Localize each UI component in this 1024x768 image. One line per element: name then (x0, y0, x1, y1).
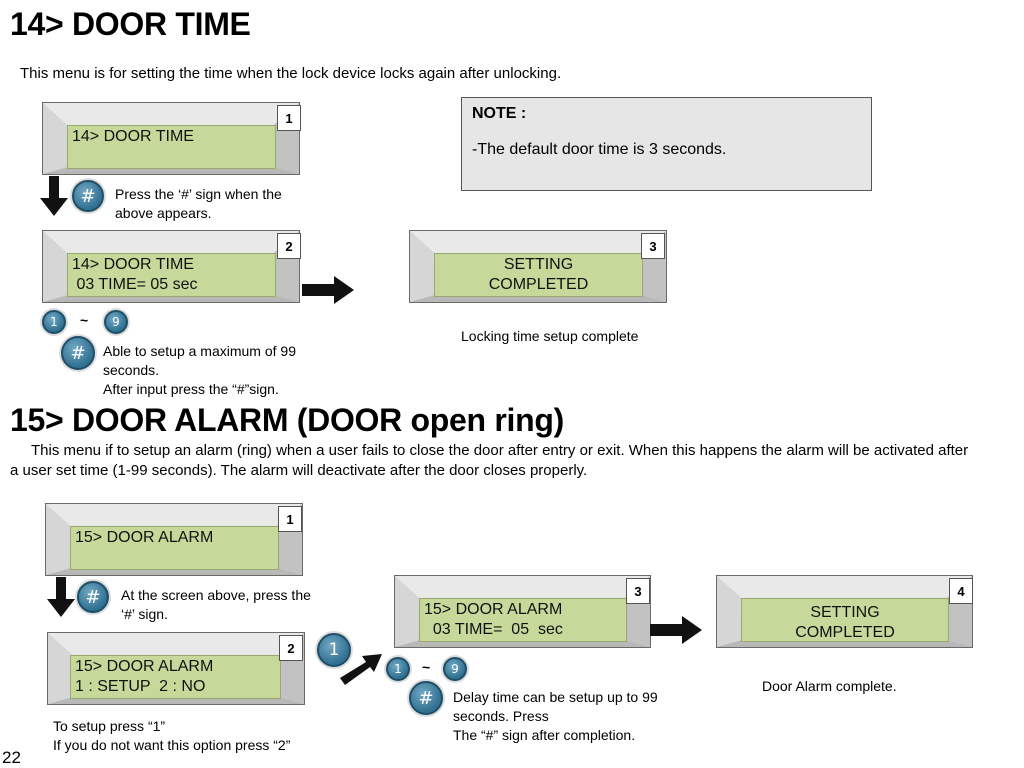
step-number-1: 1 (278, 506, 302, 532)
door-alarm-screen-3: 15> DOOR ALARM 03 TIME= 05 sec 3 (394, 575, 651, 648)
lcd-screen: SETTING COMPLETED (434, 253, 643, 297)
right-arrow-icon (302, 276, 354, 304)
down-arrow-icon (47, 577, 75, 617)
lcd-bevel (395, 576, 650, 647)
step-2-line-1: To setup press “1” (53, 718, 166, 734)
note-box: NOTE : -The default door time is 3 secon… (461, 97, 872, 191)
step-3-instruction: Delay time can be setup up to 99 seconds… (453, 688, 693, 745)
step-1-instruction: Press the ‘#’ sign when the above appear… (115, 186, 282, 221)
step-3-line-1: Delay time can be setup up to 99 seconds… (453, 689, 658, 724)
step-2-instruction: Able to setup a maximum of 99 seconds. A… (103, 342, 328, 399)
step-4-caption: Door Alarm complete. (762, 678, 897, 694)
lcd-bevel (43, 231, 299, 302)
section-14-intro: This menu is for setting the time when t… (20, 65, 562, 82)
right-arrow-icon (650, 616, 702, 644)
nine-key-icon: 9 (104, 310, 128, 334)
lcd-screen: 14> DOOR TIME (67, 125, 276, 169)
note-text: -The default door time is 3 seconds. (472, 141, 727, 158)
lcd-screen: 15> DOOR ALARM 1 : SETUP 2 : NO (70, 655, 281, 699)
step-2-instruction: To setup press “1” If you do not want th… (53, 717, 353, 755)
page-number: 22 (2, 748, 21, 767)
down-arrow-icon (40, 176, 68, 216)
diagonal-arrow-icon (340, 654, 382, 685)
section-15-title: 15> DOOR ALARM (DOOR open ring) (10, 402, 564, 438)
hash-key-icon: # (72, 180, 104, 212)
door-time-screen-3: SETTING COMPLETED 3 (409, 230, 667, 303)
hash-key-icon: # (409, 681, 443, 715)
one-key-icon: 1 (317, 633, 351, 667)
door-time-screen-1: 14> DOOR TIME 1 (42, 102, 301, 175)
lcd-screen: 15> DOOR ALARM 03 TIME= 05 sec (419, 598, 627, 642)
step-2-line-1: Able to setup a maximum of 99 seconds. (103, 343, 296, 378)
step-2-line-2: If you do not want this option press “2” (53, 737, 291, 753)
one-key-icon: 1 (386, 657, 410, 681)
section-14-title: 14> DOOR TIME (10, 6, 251, 42)
step-number-1: 1 (277, 105, 301, 131)
tilde-separator: ~ (80, 312, 89, 328)
step-number-2: 2 (277, 233, 301, 259)
tilde-separator: ~ (422, 659, 431, 675)
step-1-instruction: At the screen above, press the ‘#’ sign. (121, 587, 311, 622)
door-alarm-screen-4: SETTING COMPLETED 4 (716, 575, 973, 648)
lcd-screen: SETTING COMPLETED (741, 598, 949, 642)
note-title: NOTE : (472, 105, 527, 122)
lcd-screen: 14> DOOR TIME 03 TIME= 05 sec (67, 253, 276, 297)
step-number-3: 3 (641, 233, 665, 259)
step-3-caption: Locking time setup complete (461, 328, 639, 344)
lcd-screen: 15> DOOR ALARM (70, 526, 279, 570)
door-alarm-screen-2: 15> DOOR ALARM 1 : SETUP 2 : NO 2 (47, 632, 305, 705)
section-15-intro: This menu if to setup an alarm (ring) wh… (10, 442, 969, 479)
step-3-line-2: The “#” sign after completion. (453, 727, 636, 743)
hash-key-icon: # (77, 581, 109, 613)
door-time-screen-2: 14> DOOR TIME 03 TIME= 05 sec 2 (42, 230, 301, 303)
nine-key-icon: 9 (443, 657, 467, 681)
step-number-4: 4 (949, 578, 973, 604)
one-key-icon: 1 (42, 310, 66, 334)
step-number-3: 3 (626, 578, 650, 604)
door-alarm-screen-1: 15> DOOR ALARM 1 (45, 503, 303, 576)
hash-key-icon: # (61, 336, 95, 370)
step-number-2: 2 (279, 635, 303, 661)
step-2-line-2: After input press the “#”sign. (103, 381, 279, 397)
